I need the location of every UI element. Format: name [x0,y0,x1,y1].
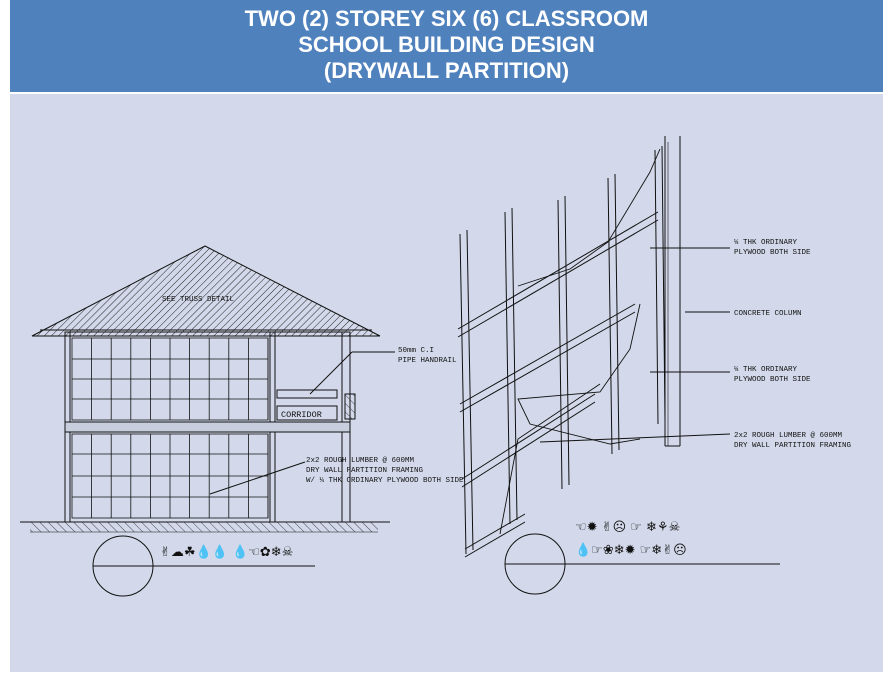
plywood-edge-mid [517,303,641,445]
title-line-1: TWO (2) STOREY SIX (6) CLASSROOM [244,6,649,31]
plywood-edge-top [517,148,661,287]
rail [461,393,596,480]
stud [504,211,511,525]
stud [459,233,467,555]
plywood-top-label-2: PLYWOOD BOTH SIDE [734,249,811,257]
rail [459,311,636,413]
handrail-label-2: PIPE HANDRAIL [398,357,457,365]
rail [457,211,659,330]
corridor-label: CORRIDOR [281,410,322,420]
title-line-2: SCHOOL BUILDING DESIGN [298,32,595,57]
stud [564,195,570,486]
stud [654,149,659,425]
building-elevation [20,245,395,533]
plywood-top-label-1: ¼ THK ORDINARY [734,239,798,247]
handrail-label-1: 50mm C.I [398,347,434,355]
elevation-caption-symbols: ✌☁☘💧💧 💧☜✿❄☠ [160,544,293,560]
stud [661,145,666,421]
stud [511,207,518,521]
plywood-mid-label-2: PLYWOOD BOTH SIDE [734,376,811,384]
lumber-label-1: 2x2 ROUGH LUMBER @ 600MM [734,432,843,440]
plywood-edge-low [499,383,601,535]
stud [614,173,620,451]
ground-hatch [30,522,378,532]
roof-label: SEE TRUSS DETAIL [162,296,235,304]
framing-label-2: DRY WALL PARTITION FRAMING [306,467,424,475]
detail-caption-symbols-2: 💧☞❀❄✹ ☞❄✌☹ [575,542,687,558]
framing-label-3: W/ ¼ THK ORDINARY PLYWOOD BOTH SIDE [306,477,464,485]
drawing-canvas: SEE TRUSS DETAIL 50mm C.I PIPE HANDRAIL … [10,94,883,672]
rail [459,303,636,405]
framing-detail [457,136,731,558]
floor-slab [64,421,351,433]
title-line-3: (DRYWALL PARTITION) [323,58,570,83]
rail [464,513,526,550]
corridor-box [276,405,338,421]
stud [466,229,474,551]
framing-label-1: 2x2 ROUGH LUMBER @ 600MM [306,457,415,465]
column-label: CONCRETE COLUMN [734,310,802,318]
roof [31,245,381,337]
drawing-svg: SEE TRUSS DETAIL 50mm C.I PIPE HANDRAIL … [20,136,852,597]
lumber-label-2: DRY WALL PARTITION FRAMING [734,442,852,450]
rail [464,521,526,558]
rail [457,219,659,338]
stud [607,177,613,455]
title-banner: TWO (2) STOREY SIX (6) CLASSROOM SCHOOL … [10,0,883,92]
stud [557,199,563,490]
plywood-mid-label-1: ¼ THK ORDINARY [734,366,798,374]
rail [461,401,596,488]
detail-caption-symbols-1: ☜✹ ✌☹ ☞ ❄⚘☠ [575,520,680,535]
